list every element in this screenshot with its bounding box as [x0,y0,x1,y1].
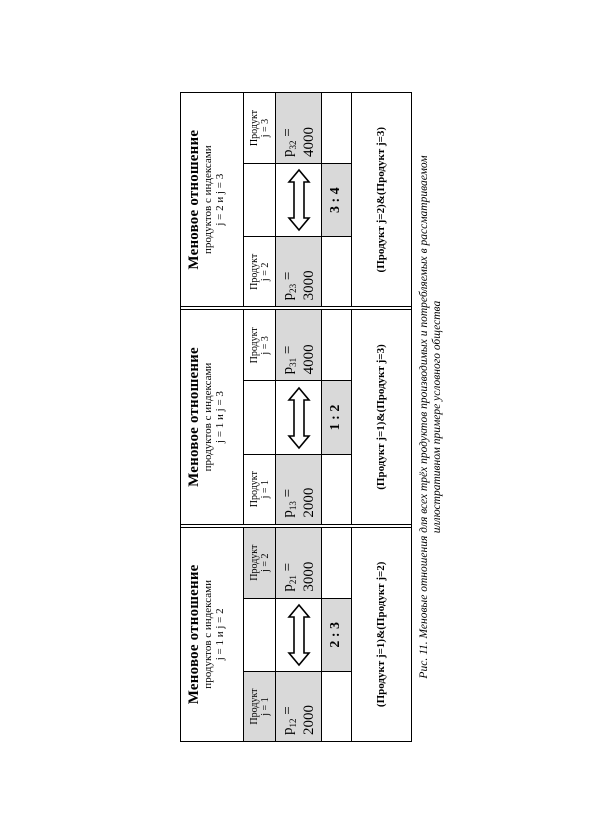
exchange-block-2: Меновое отношение продуктов с индексами … [181,310,411,528]
product-header-row: Продукт j = 1 Продукт j = 3 [244,310,277,524]
footer-row: (Продукт j=1)&(Продукт j=2) [352,528,411,741]
block-subtitle: продуктов с индексами [202,580,214,689]
value-row: p23 = 3000 p32 = 4000 [276,93,322,307]
figure-caption: Рис. 11. Меновые отношения для всех трёх… [418,155,443,679]
block-footer: (Продукт j=1)&(Продукт j=3) [375,344,388,490]
block-title: Меновое отношение [186,347,202,487]
rotated-figure: Меновое отношение продуктов с индексами … [180,92,443,742]
figure-stage: Меновое отношение продуктов с индексами … [180,92,591,742]
left-value: p13 = 2000 [276,453,321,524]
header-spacer [244,380,276,454]
block-title-cell: Меновое отношение продуктов с индексами … [181,310,245,524]
ratio-value: 1 : 2 [321,380,351,454]
double-arrow-icon [276,380,321,454]
footer-row: (Продукт j=2)&(Продукт j=3) [352,93,411,306]
right-product-label: Продукт j = 3 [248,109,271,147]
left-value: p12 = 2000 [276,671,321,741]
exchange-table: Меновое отношение продуктов с индексами … [180,92,412,742]
double-arrow-icon [276,597,321,671]
block-indices: j = 2 и j = 3 [214,173,226,226]
right-value: p31 = 4000 [276,310,321,381]
right-product-label: Продукт j = 3 [248,327,271,364]
block-title-cell: Меновое отношение продуктов с индексами … [181,93,245,307]
block-footer: (Продукт j=2)&(Продукт j=3) [375,126,388,273]
ratio-row: 2 : 3 [321,527,352,741]
block-title-cell: Меновое отношение продуктов с индексами … [181,527,245,741]
ratio-value: 3 : 4 [321,163,351,237]
ratio-value: 2 : 3 [321,597,351,671]
value-row: p13 = 2000 p31 = 4000 [276,310,322,524]
block-footer: (Продукт j=1)&(Продукт j=2) [375,561,388,708]
block-title: Меновое отношение [186,129,202,270]
left-value: p23 = 3000 [276,236,321,307]
product-header-row: Продукт j = 2 Продукт j = 3 [244,93,277,307]
footer-row: (Продукт j=1)&(Продукт j=3) [352,310,411,523]
header-spacer [244,597,276,671]
ratio-row: 3 : 4 [321,93,352,307]
right-value: p21 = 3000 [276,527,321,598]
block-indices: j = 1 и j = 3 [214,391,226,443]
header-spacer [244,163,276,237]
block-subtitle: продуктов с индексами [202,145,214,255]
right-value: p32 = 4000 [276,93,321,164]
left-product-label: Продукт j = 1 [244,671,276,741]
left-product-label: Продукт j = 1 [244,453,276,524]
ratio-row: 1 : 2 [321,310,352,524]
exchange-block-1: Меновое отношение продуктов с индексами … [181,527,411,741]
left-product-label: Продукт j = 2 [244,236,276,307]
product-header-row: Продукт j = 1 Продукт j = 2 [244,527,277,741]
block-indices: j = 1 и j = 2 [214,608,226,661]
right-product-label: Продукт j = 2 [244,527,276,598]
value-row: p12 = 2000 p21 = 3000 [276,527,322,741]
exchange-block-3: Меновое отношение продуктов с индексами … [181,93,411,311]
block-title: Меновое отношение [186,564,202,705]
double-arrow-icon [276,163,321,237]
block-subtitle: продуктов с индексами [202,362,214,472]
